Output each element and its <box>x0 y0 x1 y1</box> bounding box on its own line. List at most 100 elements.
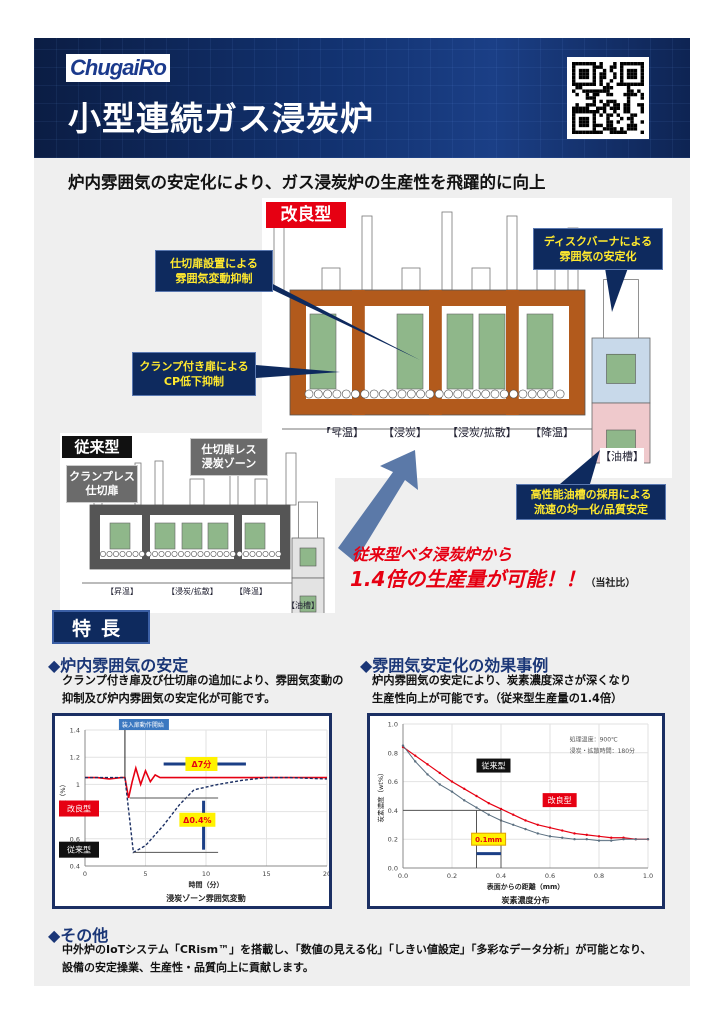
qr-module <box>633 68 638 73</box>
qr-module <box>626 82 631 86</box>
qr-module <box>599 89 603 93</box>
roller <box>313 389 323 399</box>
qr-module <box>630 116 634 121</box>
x-tick-label: 0.2 <box>447 872 457 880</box>
qr-module <box>640 106 644 110</box>
qr-module <box>592 75 596 80</box>
y-axis-label: CP値（%） <box>58 781 67 815</box>
y-tick-label: 0.4 <box>70 863 80 871</box>
qr-code-icon[interactable] <box>567 57 649 139</box>
partition-door <box>234 505 242 569</box>
roller <box>499 389 509 399</box>
qr-module <box>599 65 603 69</box>
qr-module <box>578 68 583 73</box>
qr-module <box>572 89 576 93</box>
burner-stack <box>401 267 421 291</box>
dt-label-bg <box>185 757 218 771</box>
dcp-label-bg <box>179 812 216 827</box>
qr-module <box>613 75 617 80</box>
oil-tank <box>291 577 325 613</box>
qr-module <box>626 127 631 131</box>
qr-module <box>572 65 576 69</box>
callout-disc-burner: ディスクバーナによる雰囲気の安定化 <box>533 228 663 270</box>
x-tick-label: 0.6 <box>545 872 555 880</box>
qr-module <box>575 62 579 66</box>
qr-module <box>606 116 610 121</box>
qr-module <box>620 127 624 131</box>
qr-module <box>626 123 631 128</box>
dcp-label: Δ0.4% <box>183 816 211 825</box>
qr-module <box>626 75 631 80</box>
qr-module <box>613 72 617 76</box>
qr-module <box>592 116 596 121</box>
qr-module <box>606 127 610 131</box>
roller <box>145 551 152 557</box>
zone-label: 【油槽】 <box>600 448 644 464</box>
qr-module <box>633 72 638 76</box>
roller <box>555 389 565 399</box>
qr-module <box>623 103 627 107</box>
data-point <box>414 754 417 757</box>
qr-module <box>572 62 576 66</box>
qr-module <box>613 99 617 104</box>
gap-label: 0.1mm <box>475 836 502 844</box>
qr-module <box>575 130 579 134</box>
qr-module <box>626 99 631 104</box>
qr-module <box>606 103 610 107</box>
roller <box>444 389 453 399</box>
partition-door <box>429 290 442 415</box>
qr-module <box>609 68 614 73</box>
qr-module <box>596 110 600 114</box>
roller <box>210 551 217 557</box>
section-body: 炉内雰囲気の安定により、炭素濃度深さが深くなり生産性向上が可能です。（従来型生産… <box>372 674 632 705</box>
qr-module <box>592 79 596 83</box>
qr-module <box>578 130 583 134</box>
qr-module <box>613 127 617 131</box>
qr-module <box>633 113 638 117</box>
qr-module <box>599 82 603 86</box>
qr-module <box>575 103 579 107</box>
claim-line1: 従来型ベタ浸炭炉から <box>352 545 513 564</box>
qr-module <box>626 62 631 66</box>
roller <box>332 389 342 399</box>
zone-label: 【油槽】 <box>287 601 319 610</box>
chart-title: 炭素濃度分布 <box>501 895 550 905</box>
qr-module <box>599 72 603 76</box>
roller <box>388 389 398 399</box>
qr-module <box>640 120 644 124</box>
roller <box>256 551 262 557</box>
qr-module <box>613 130 617 134</box>
qr-module <box>640 75 644 80</box>
data-point <box>561 829 564 832</box>
data-point <box>463 787 466 790</box>
section-body: 中外炉のIoTシステム「CRism™」を搭載し、「数値の見える化」「しきい値設定… <box>62 943 652 974</box>
roller <box>434 389 444 399</box>
roller <box>217 551 223 557</box>
data-point <box>524 827 527 831</box>
work-tray <box>606 353 636 384</box>
y-tick-label: 0.2 <box>388 836 398 844</box>
qr-module <box>585 106 590 110</box>
roller <box>323 389 332 399</box>
qr-module <box>589 103 593 107</box>
roller <box>139 551 145 557</box>
qr-module <box>592 92 596 97</box>
burner-stack <box>321 267 341 291</box>
qr-module <box>626 106 631 110</box>
qr-module <box>602 72 607 76</box>
y-tick-label: 0.6 <box>388 778 398 786</box>
qr-module <box>606 82 610 86</box>
qr-module <box>609 86 614 90</box>
qr-module <box>620 82 624 86</box>
qr-module <box>589 82 593 86</box>
zone-label: 【浸炭/拡散】 <box>447 426 517 439</box>
section-heading: ◆その他 <box>48 926 109 945</box>
qr-module <box>599 123 603 128</box>
qr-module <box>589 89 593 93</box>
qr-module <box>637 103 641 107</box>
x-axis-label: 時間（分） <box>189 880 224 889</box>
work-tray <box>299 595 317 613</box>
roller <box>171 551 178 557</box>
